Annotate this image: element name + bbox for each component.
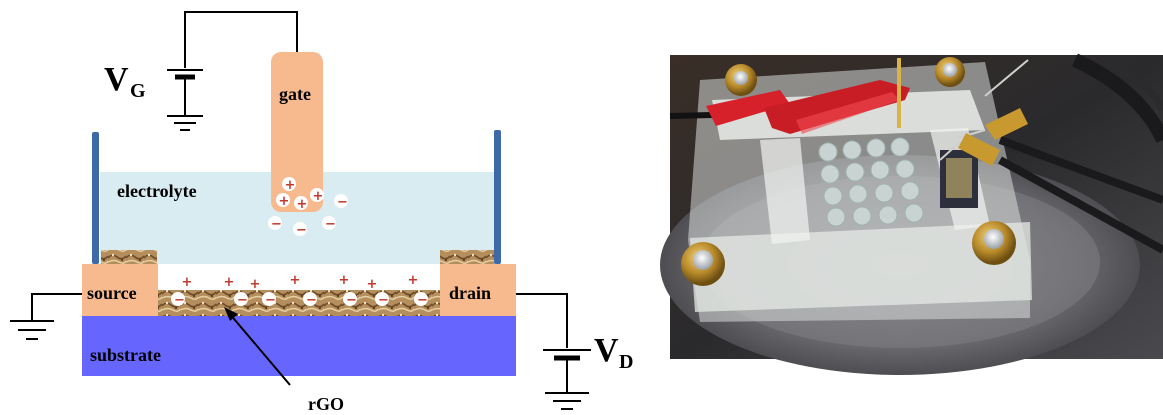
rgo-pad-left xyxy=(101,250,157,264)
svg-text:−: − xyxy=(378,293,389,308)
svg-text:+: + xyxy=(313,189,324,204)
probe xyxy=(939,133,1163,254)
drain-circuit xyxy=(516,293,591,410)
negative-charge: − xyxy=(414,292,428,308)
negative-charge: − xyxy=(322,216,336,232)
svg-text:+: + xyxy=(182,275,193,290)
negative-charge: − xyxy=(303,292,317,308)
brass-nut xyxy=(972,221,1016,265)
negative-charge: − xyxy=(268,216,282,232)
rgo-arrow xyxy=(224,307,291,386)
svg-text:+: + xyxy=(408,273,419,288)
positive-charge: + xyxy=(276,193,290,209)
vg-label: V xyxy=(104,61,129,98)
positive-charge: + xyxy=(405,272,419,288)
rgo-channel xyxy=(158,290,440,316)
negative-charge: − xyxy=(343,292,357,308)
positive-charge: + xyxy=(310,188,324,204)
negative-charge: − xyxy=(375,292,389,308)
positive-charge: + xyxy=(287,272,301,288)
svg-text:−: − xyxy=(346,293,357,308)
electrolyte-label: electrolyte xyxy=(117,181,197,201)
positive-charge: + xyxy=(364,276,378,292)
gate-label: gate xyxy=(279,84,311,104)
source-label: source xyxy=(87,283,137,303)
positive-charge: + xyxy=(179,274,193,290)
brass-nut xyxy=(681,242,725,286)
negative-charge: − xyxy=(334,194,348,210)
source-electrode xyxy=(82,264,158,316)
svg-text:+: + xyxy=(297,197,308,212)
svg-text:−: − xyxy=(265,293,276,308)
svg-text:−: − xyxy=(306,293,317,308)
negative-charge: − xyxy=(262,292,276,308)
red-clip xyxy=(669,58,910,134)
drain-label: drain xyxy=(449,283,491,303)
svg-text:−: − xyxy=(417,293,428,308)
svg-text:+: + xyxy=(339,273,350,288)
vd-subscript: D xyxy=(619,351,633,373)
left-wall xyxy=(92,132,99,264)
well-array xyxy=(818,137,924,227)
negative-charge: − xyxy=(234,292,248,308)
vg-subscript: G xyxy=(130,80,146,102)
svg-text:+: + xyxy=(224,275,235,290)
negative-charge: − xyxy=(293,222,307,238)
right-wall xyxy=(494,130,501,264)
schematic: V G electrolyte gate + + + + − − − − sou… xyxy=(10,11,633,414)
rgo-label: rGO xyxy=(308,394,344,414)
vd-label: V xyxy=(594,332,619,369)
gate-charges: + + + + − − − − xyxy=(268,177,348,238)
svg-text:+: + xyxy=(367,277,378,292)
positive-charge: + xyxy=(282,177,296,193)
svg-text:−: − xyxy=(174,293,185,308)
brass-nut xyxy=(725,64,757,96)
svg-text:−: − xyxy=(296,223,307,238)
gate-circuit xyxy=(167,11,298,131)
positive-charge: + xyxy=(294,196,308,212)
channel-charges: + + + + + + + − − − − − − − xyxy=(171,272,428,308)
svg-text:+: + xyxy=(290,273,301,288)
svg-text:−: − xyxy=(271,217,282,232)
brass-nut xyxy=(935,57,965,87)
svg-text:+: + xyxy=(279,194,290,209)
svg-text:−: − xyxy=(237,293,248,308)
svg-text:−: − xyxy=(337,195,348,210)
drain-electrode xyxy=(440,264,516,316)
positive-charge: + xyxy=(221,274,235,290)
svg-text:+: + xyxy=(285,178,296,193)
positive-charge: + xyxy=(247,276,261,292)
substrate-label: substrate xyxy=(90,345,161,365)
svg-text:+: + xyxy=(250,277,261,292)
gate-electrode xyxy=(271,52,323,212)
substrate-layer xyxy=(82,316,516,376)
probe xyxy=(957,108,1163,204)
source-ground xyxy=(10,293,82,340)
rgo-pad-right xyxy=(440,250,494,264)
svg-text:−: − xyxy=(325,217,336,232)
negative-charge: − xyxy=(171,292,185,308)
positive-charge: + xyxy=(336,272,350,288)
device-photo xyxy=(660,53,1163,375)
